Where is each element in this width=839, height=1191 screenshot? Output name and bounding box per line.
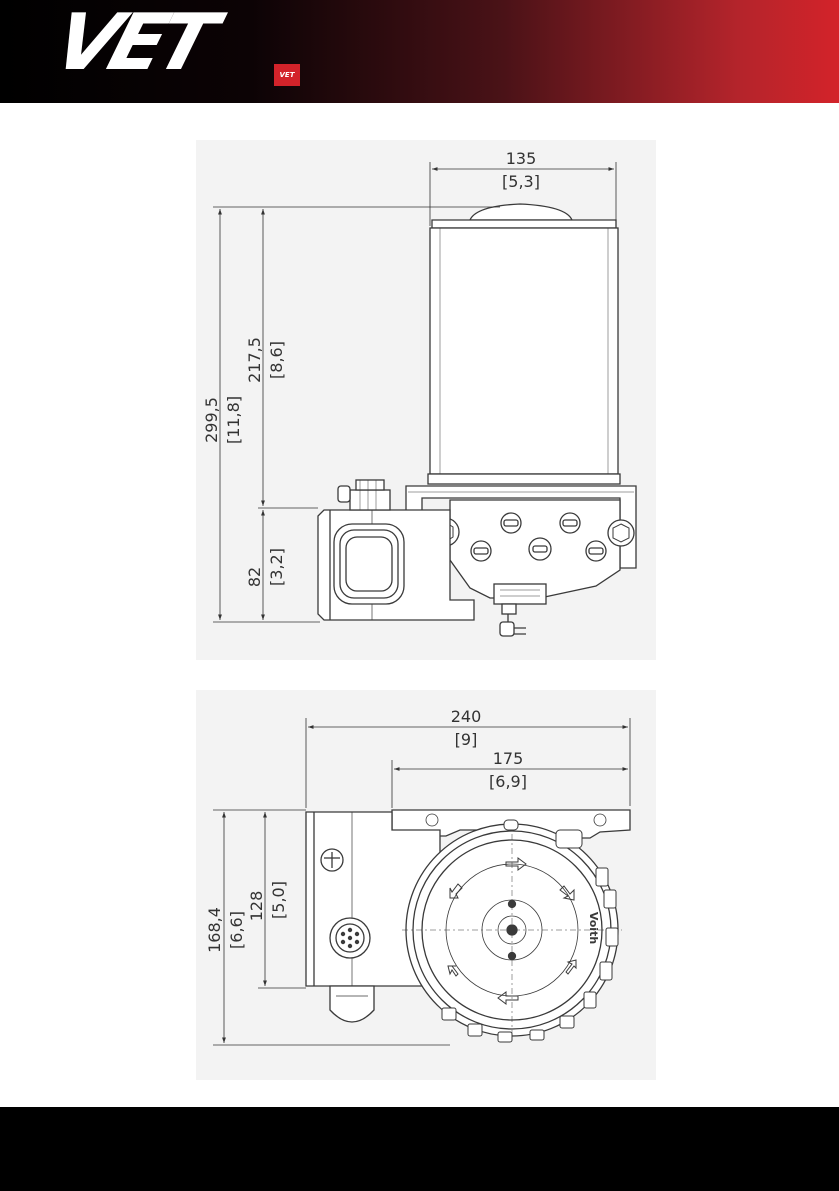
dim-overall-width: 240 [451,707,482,726]
dim-side-width-inch: [5,3] [502,172,540,191]
logo-badge: VET [274,64,300,86]
footer-bar [0,1107,839,1191]
dim-lower-height-inch: [3,2] [267,548,286,586]
vet-logo: VET VET [68,14,308,94]
technical-drawing: 135 [5,3] 299,5 [11,8] 217,5 [8,6] 82 [3… [0,103,839,1107]
dim-overall-depth-inch: [6,6] [227,911,246,949]
logo-wordmark: VET [46,4,218,82]
dim-partial-depth-inch: [5,0] [269,881,288,919]
dim-side-width: 135 [506,149,537,168]
dim-overall-depth: 168,4 [205,907,224,953]
dim-total-height-inch: [11,8] [224,396,243,444]
header-banner: VET VET [0,0,839,103]
dim-upper-height-inch: [8,6] [267,341,286,379]
dim-partial-width-inch: [6,9] [489,772,527,791]
dim-upper-height: 217,5 [245,337,264,383]
dryer-cartridge [428,204,620,484]
dim-partial-width: 175 [493,749,524,768]
dim-partial-depth: 128 [247,891,266,922]
cap-marking: Voith [587,912,600,944]
dim-lower-height: 82 [245,567,264,587]
dim-total-height: 299,5 [202,397,221,443]
dim-overall-width-inch: [9] [455,730,478,749]
